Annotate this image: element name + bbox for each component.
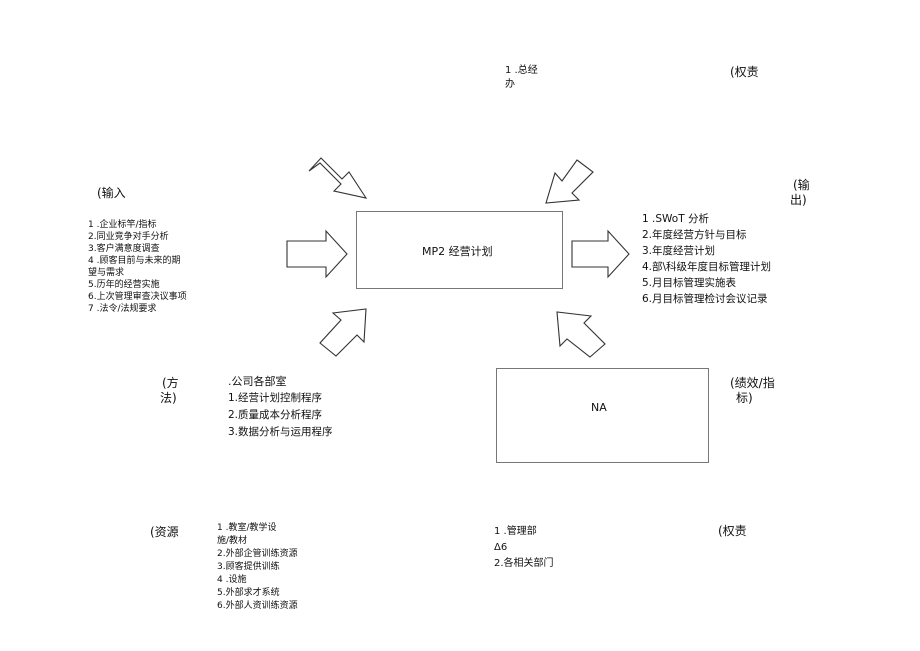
- responsibility-item: 1 .管理部: [494, 526, 537, 537]
- kpi-box: NA: [496, 368, 709, 463]
- input-item: 3.客户满意度调查: [88, 244, 160, 254]
- output-item: 6.月目标管理检讨会议记录: [642, 293, 768, 305]
- top-owner-line1: 1 .总经: [505, 65, 538, 76]
- input-arrow-top-left: [308, 157, 368, 199]
- method-arrow-bottom-left: [319, 308, 367, 357]
- bottom-authority-label: (权责: [718, 524, 747, 538]
- resource-item: 5.外部求才系统: [217, 588, 280, 598]
- input-arrow-top-right: [545, 159, 594, 204]
- outputs-list: 1 .SWoT 分析 2.年度经营方针与目标 3.年度经营计划 4.部\科级年度…: [642, 211, 771, 307]
- input-item: 2.同业竞争对手分析: [88, 232, 169, 242]
- method-item: 3.数据分析与运用程序: [228, 426, 333, 438]
- kpi-heading-line2: 标): [736, 391, 753, 405]
- top-owner-line2: 办: [505, 79, 515, 90]
- resource-item: 4 .设施: [217, 575, 247, 585]
- output-item: 1 .SWoT 分析: [642, 213, 709, 225]
- resource-item: 2.外部企管训练资源: [217, 549, 298, 559]
- input-item: 7 .法令/法规要求: [88, 304, 157, 314]
- resource-item: 3.顾客提供训练: [217, 562, 280, 572]
- input-item: 4 .顾客目前与未来的期: [88, 256, 181, 266]
- method-heading-line1: (方: [162, 376, 179, 390]
- output-item: 2.年度经营方针与目标: [642, 229, 747, 241]
- resources-list: 1 .教室/教学设 施/教材 2.外部企管训练资源 3.顾客提供训练 4 .设施…: [217, 522, 298, 613]
- input-arrow-left: [286, 229, 348, 279]
- responsibility-item: Δ6: [494, 542, 508, 553]
- input-item: 1 .企业标竿/指标: [88, 220, 157, 230]
- resource-item: 施/教材: [217, 536, 248, 546]
- input-item: 5.历年的经营实施: [88, 280, 160, 290]
- kpi-box-label: NA: [591, 401, 607, 414]
- top-authority-label: (权责: [730, 65, 759, 79]
- resource-item: 1 .教室/教学设: [217, 523, 277, 533]
- responsibility-list: 1 .管理部 Δ6 2.各相关部门: [494, 524, 554, 572]
- output-item: 5.月目标管理实施表: [642, 277, 737, 289]
- output-arrow-right: [571, 229, 630, 279]
- output-item: 3.年度经营计划: [642, 245, 716, 257]
- method-item: 1.经营计划控制程序: [228, 392, 323, 404]
- resource-heading: (资源: [150, 525, 179, 539]
- methods-owner: .公司各部室: [228, 375, 287, 388]
- output-item: 4.部\科级年度目标管理计划: [642, 261, 772, 273]
- process-box-label: MP2 经营计划: [422, 245, 493, 258]
- method-heading-line2: 法): [160, 391, 177, 405]
- methods-list: 1.经营计划控制程序 2.质量成本分析程序 3.数据分析与运用程序: [228, 390, 333, 441]
- responsibility-item: 2.各相关部门: [494, 558, 554, 569]
- kpi-arrow-bottom-right: [556, 311, 606, 358]
- output-heading-line1: (输: [793, 178, 810, 192]
- input-item: 望与需求: [88, 268, 125, 278]
- input-heading: (输入: [97, 186, 126, 200]
- kpi-heading-line1: (绩效/指: [730, 376, 775, 390]
- output-heading-line2: 出): [790, 193, 807, 207]
- inputs-list: 1 .企业标竿/指标 2.同业竞争对手分析 3.客户满意度调查 4 .顾客目前与…: [88, 219, 187, 315]
- process-box: MP2 经营计划: [356, 211, 563, 289]
- resource-item: 6.外部人资训练资源: [217, 601, 298, 611]
- method-item: 2.质量成本分析程序: [228, 409, 323, 421]
- input-item: 6.上次管理审查决议事项: [88, 292, 187, 302]
